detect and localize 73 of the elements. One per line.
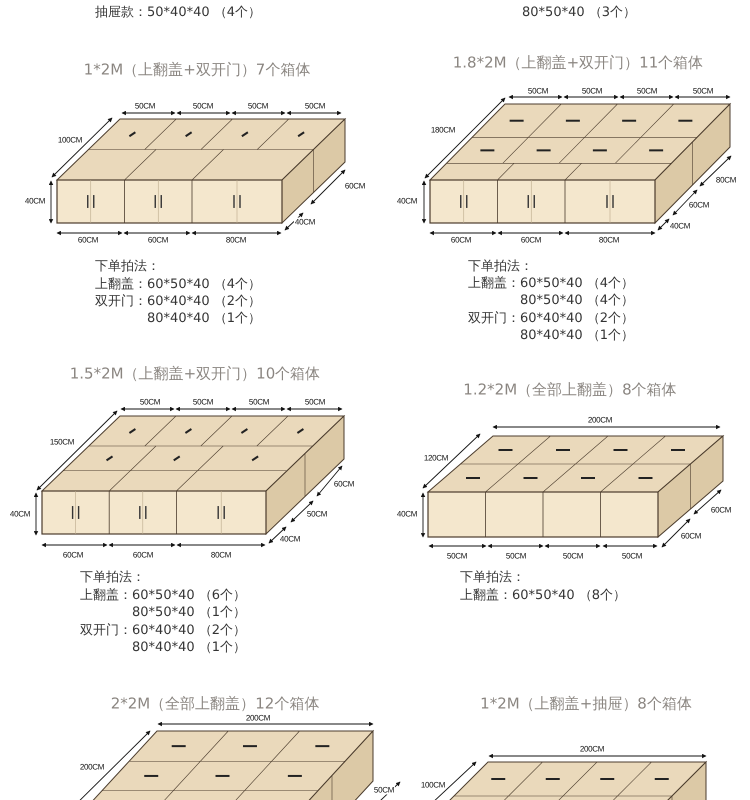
dimension-label: 60CM (344, 182, 366, 190)
order-line: 下单拍法： (468, 258, 533, 275)
order-line: 80*50*40 （3个） (521, 4, 636, 21)
dimension-label: 50CM (192, 102, 214, 110)
dimension-label: 200CM (244, 714, 272, 722)
dimension-label: 60CM (62, 550, 84, 560)
dimension-label: 200CM (586, 416, 614, 424)
order-line: 上翻盖：60*50*40 （8个） (460, 587, 626, 604)
dimension-label: 180CM (430, 126, 456, 134)
dimension-label: 50CM (304, 102, 326, 110)
dimension-label: 40CM (396, 196, 418, 206)
dimension-label: 50CM (372, 786, 396, 794)
dimension-label: 40CM (24, 196, 46, 206)
dimension-label: 60CM (332, 480, 356, 488)
order-line: 双开门：60*40*40 （2个） (95, 293, 262, 310)
order-line: 80*40*40 （1个） (146, 310, 262, 327)
dimension-label: 40CM (294, 218, 316, 226)
dimension-label: 80CM (714, 176, 738, 184)
panel-title: 1.5*2M（上翻盖+双开门）10个箱体 (70, 364, 320, 384)
dimension-label: 60CM (450, 236, 472, 244)
dimension-label: 50CM (620, 552, 644, 560)
order-line: 上翻盖：60*50*40 （4个） (95, 276, 262, 293)
dimension-label: 40CM (278, 534, 302, 544)
order-line: 80*40*40 （1个） (519, 327, 634, 344)
dimension-label: 200CM (578, 744, 606, 754)
dimension-label: 60CM (76, 236, 100, 244)
dimension-label: 50CM (246, 102, 270, 110)
dimension-label: 60CM (146, 236, 170, 244)
dimension-label: 60CM (520, 236, 542, 244)
dimension-label: 80CM (210, 550, 232, 560)
order-line: 80*50*40 （4个） (519, 292, 634, 309)
dimension-label: 200CM (78, 762, 106, 772)
dimension-label: 50CM (138, 398, 162, 406)
dimension-label: 50CM (636, 86, 658, 96)
dimension-label: 50CM (192, 398, 214, 406)
panel-title: 1*2M（上翻盖+双开门）7个箱体 (84, 60, 310, 80)
dimension-label: 50CM (504, 552, 528, 560)
dimension-label: 150CM (48, 438, 76, 446)
dimension-label: 50CM (306, 510, 328, 518)
dimension-label: 50CM (248, 398, 270, 406)
order-line: 上翻盖：60*50*40 （6个） (80, 587, 246, 604)
order-line: 下单拍法： (460, 569, 525, 586)
dimension-label: 120CM (422, 454, 450, 462)
dimension-label: 40CM (668, 222, 692, 230)
dimension-label: 50CM (526, 86, 550, 96)
dimension-label: 80CM (224, 236, 248, 244)
order-line: 80*50*40 （1个） (131, 604, 246, 621)
panel-title: 1*2M（上翻盖+抽屉）8个箱体 (480, 694, 692, 714)
dimension-label: 100CM (56, 136, 84, 144)
dimension-label: 100CM (420, 780, 446, 790)
order-line: 双开门：60*40*40 （2个） (80, 622, 246, 639)
panel-title: 1.8*2M（上翻盖+双开门）11个箱体 (452, 54, 704, 72)
dimension-label: 50CM (446, 552, 468, 560)
dimension-label: 80CM (598, 236, 620, 244)
dimension-label: 50CM (580, 86, 604, 96)
dimension-label: 50CM (692, 86, 714, 96)
panel-title: 1.2*2M（全部上翻盖）8个箱体 (463, 380, 677, 400)
dimension-label: 40CM (8, 510, 32, 518)
dimension-label: 60CM (132, 550, 154, 560)
dimension-label: 60CM (680, 532, 702, 540)
order-line: 双开门：60*40*40 （2个） (468, 310, 634, 327)
dimension-label: 60CM (688, 200, 710, 210)
order-line: 抽屉款：50*40*40 （4个） (95, 4, 262, 21)
order-line: 下单拍法： (95, 258, 160, 275)
panel-title: 2*2M（全部上翻盖）12个箱体 (110, 694, 320, 714)
dimension-label: 50CM (304, 398, 326, 406)
order-line: 下单拍法： (80, 569, 145, 586)
dimension-label: 40CM (396, 510, 418, 518)
dimension-label: 60CM (710, 506, 732, 514)
dimension-label: 50CM (134, 102, 156, 110)
order-line: 80*40*40 （1个） (131, 639, 246, 656)
dimension-label: 50CM (562, 552, 584, 560)
order-line: 上翻盖：60*50*40 （4个） (468, 275, 634, 292)
